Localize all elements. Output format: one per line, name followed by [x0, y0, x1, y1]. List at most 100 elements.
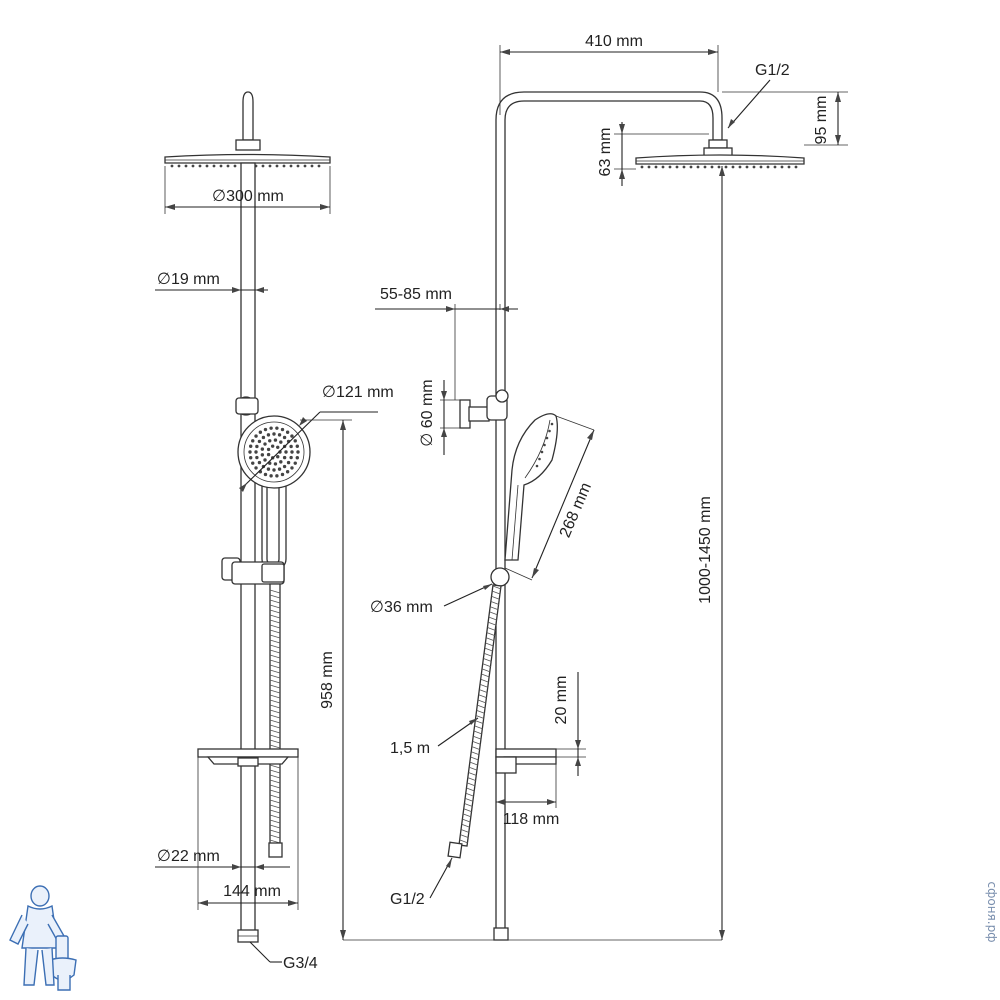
nozzle-dot: [289, 455, 293, 460]
plumber-mascot-logo: [9, 885, 77, 991]
nozzle-dot: [263, 458, 267, 462]
hose-rib: [483, 658, 492, 662]
hose-rib: [481, 668, 491, 673]
nozzle-dot: [689, 165, 693, 169]
nozzle-dot: [254, 434, 258, 438]
handshower-diameter-label: ∅121 mm: [322, 384, 394, 401]
shelf-width-label: 144 mm: [223, 883, 281, 900]
nozzle-dot: [251, 439, 255, 443]
shelf-front: [197, 748, 299, 767]
nozzle-dot: [254, 466, 258, 470]
nozzle-dot: [272, 468, 276, 472]
hose-rib: [269, 814, 281, 819]
hose-rib: [269, 804, 281, 809]
nozzle-dot: [260, 447, 265, 451]
hose-rib: [269, 619, 281, 624]
nozzle-dot: [248, 444, 253, 448]
hose-rib: [472, 741, 481, 745]
hose-rib: [269, 764, 281, 769]
nozzle-dot: [668, 165, 672, 169]
side-bottom-fitting: [493, 927, 509, 941]
hose-thread-label: G1/2: [390, 891, 425, 908]
hand-shower: [237, 415, 311, 571]
nozzle-dot: [682, 165, 686, 169]
dim-shelf-height: 20 mm: [553, 672, 586, 776]
nozzle-dot: [266, 447, 271, 452]
hose-rib: [492, 585, 502, 590]
dim-head-height: 63 mm: [597, 122, 709, 186]
side-hose-end: [447, 841, 463, 859]
nozzle-dot: [269, 474, 273, 478]
hose-side: [458, 584, 502, 847]
nozzle-dot: [293, 439, 297, 443]
hose-rib: [269, 589, 281, 594]
hose-rib: [269, 779, 281, 784]
nozzle-dot: [251, 461, 255, 465]
nozzle-dot: [219, 164, 223, 168]
hose-rib: [269, 634, 281, 639]
nozzle-dot: [654, 165, 658, 169]
hose-rib: [490, 601, 500, 605]
hose-rib: [484, 647, 493, 652]
nozzle-dot: [276, 454, 280, 459]
nozzle-dot: [293, 461, 297, 465]
nozzle-dot: [275, 474, 279, 478]
hose-rib: [460, 829, 470, 833]
hose-rib: [464, 798, 474, 802]
hose-rib: [269, 604, 281, 609]
nozzle-dot: [289, 444, 293, 449]
hose-rib: [269, 689, 281, 694]
hose-rib: [269, 739, 281, 744]
hose-rib: [269, 609, 281, 614]
hose-rib: [486, 632, 496, 636]
hose-rib: [269, 614, 281, 619]
nozzle-dot: [263, 442, 267, 446]
hose-rib: [486, 637, 495, 642]
nozzle-dot: [233, 164, 237, 168]
nozzle-dot: [261, 435, 266, 440]
hose-rib: [269, 709, 281, 714]
hose-rib: [467, 782, 476, 787]
nozzle-dot: [280, 427, 285, 432]
nozzle-dot: [296, 450, 300, 454]
nozzle-dot: [254, 450, 258, 454]
hose-rib: [269, 719, 281, 724]
hose-rib: [474, 725, 483, 730]
nozzle-dot: [275, 426, 279, 430]
wall-bracket: [459, 389, 509, 429]
hose-rib: [269, 794, 281, 799]
nozzle-dot: [263, 427, 268, 432]
dim-adjust-height: 1000-1450 mm: [697, 166, 725, 940]
dim-head-thread: G1/2: [727, 62, 790, 129]
nozzle-dot: [276, 445, 280, 450]
dim-arm-length: 410 mm: [499, 33, 719, 115]
hose-rib: [269, 734, 281, 739]
hose-rib: [269, 679, 281, 684]
hose-rib: [269, 594, 281, 599]
hose-rib: [466, 787, 475, 792]
hose-rib: [269, 809, 281, 814]
nozzle-dot: [285, 430, 290, 434]
nozzle-dot: [731, 165, 735, 169]
nozzle-dot: [540, 450, 544, 454]
dim-shelf-width: 144 mm: [197, 757, 299, 910]
head-height-label: 63 mm: [597, 128, 614, 177]
hose-rib: [269, 649, 281, 654]
nozzle-dot: [766, 165, 770, 169]
hose-rib: [269, 599, 281, 604]
nozzle-dot: [310, 164, 314, 168]
nozzle-dot: [710, 165, 714, 169]
hose-end: [268, 842, 283, 858]
nozzle-dot: [752, 165, 756, 169]
hose-rib: [269, 624, 281, 629]
nozzle-dot: [286, 460, 291, 465]
top-pipe: [242, 91, 254, 141]
nozzle-dot: [261, 164, 265, 168]
dim-total-height: 958 mm: [300, 419, 352, 940]
hose-rib: [269, 654, 281, 659]
nozzle-dot: [282, 164, 286, 168]
hose-rib: [269, 704, 281, 709]
dim-inlet: G3/4: [249, 941, 318, 972]
hose-rib: [269, 674, 281, 679]
hose-rib: [269, 769, 281, 774]
